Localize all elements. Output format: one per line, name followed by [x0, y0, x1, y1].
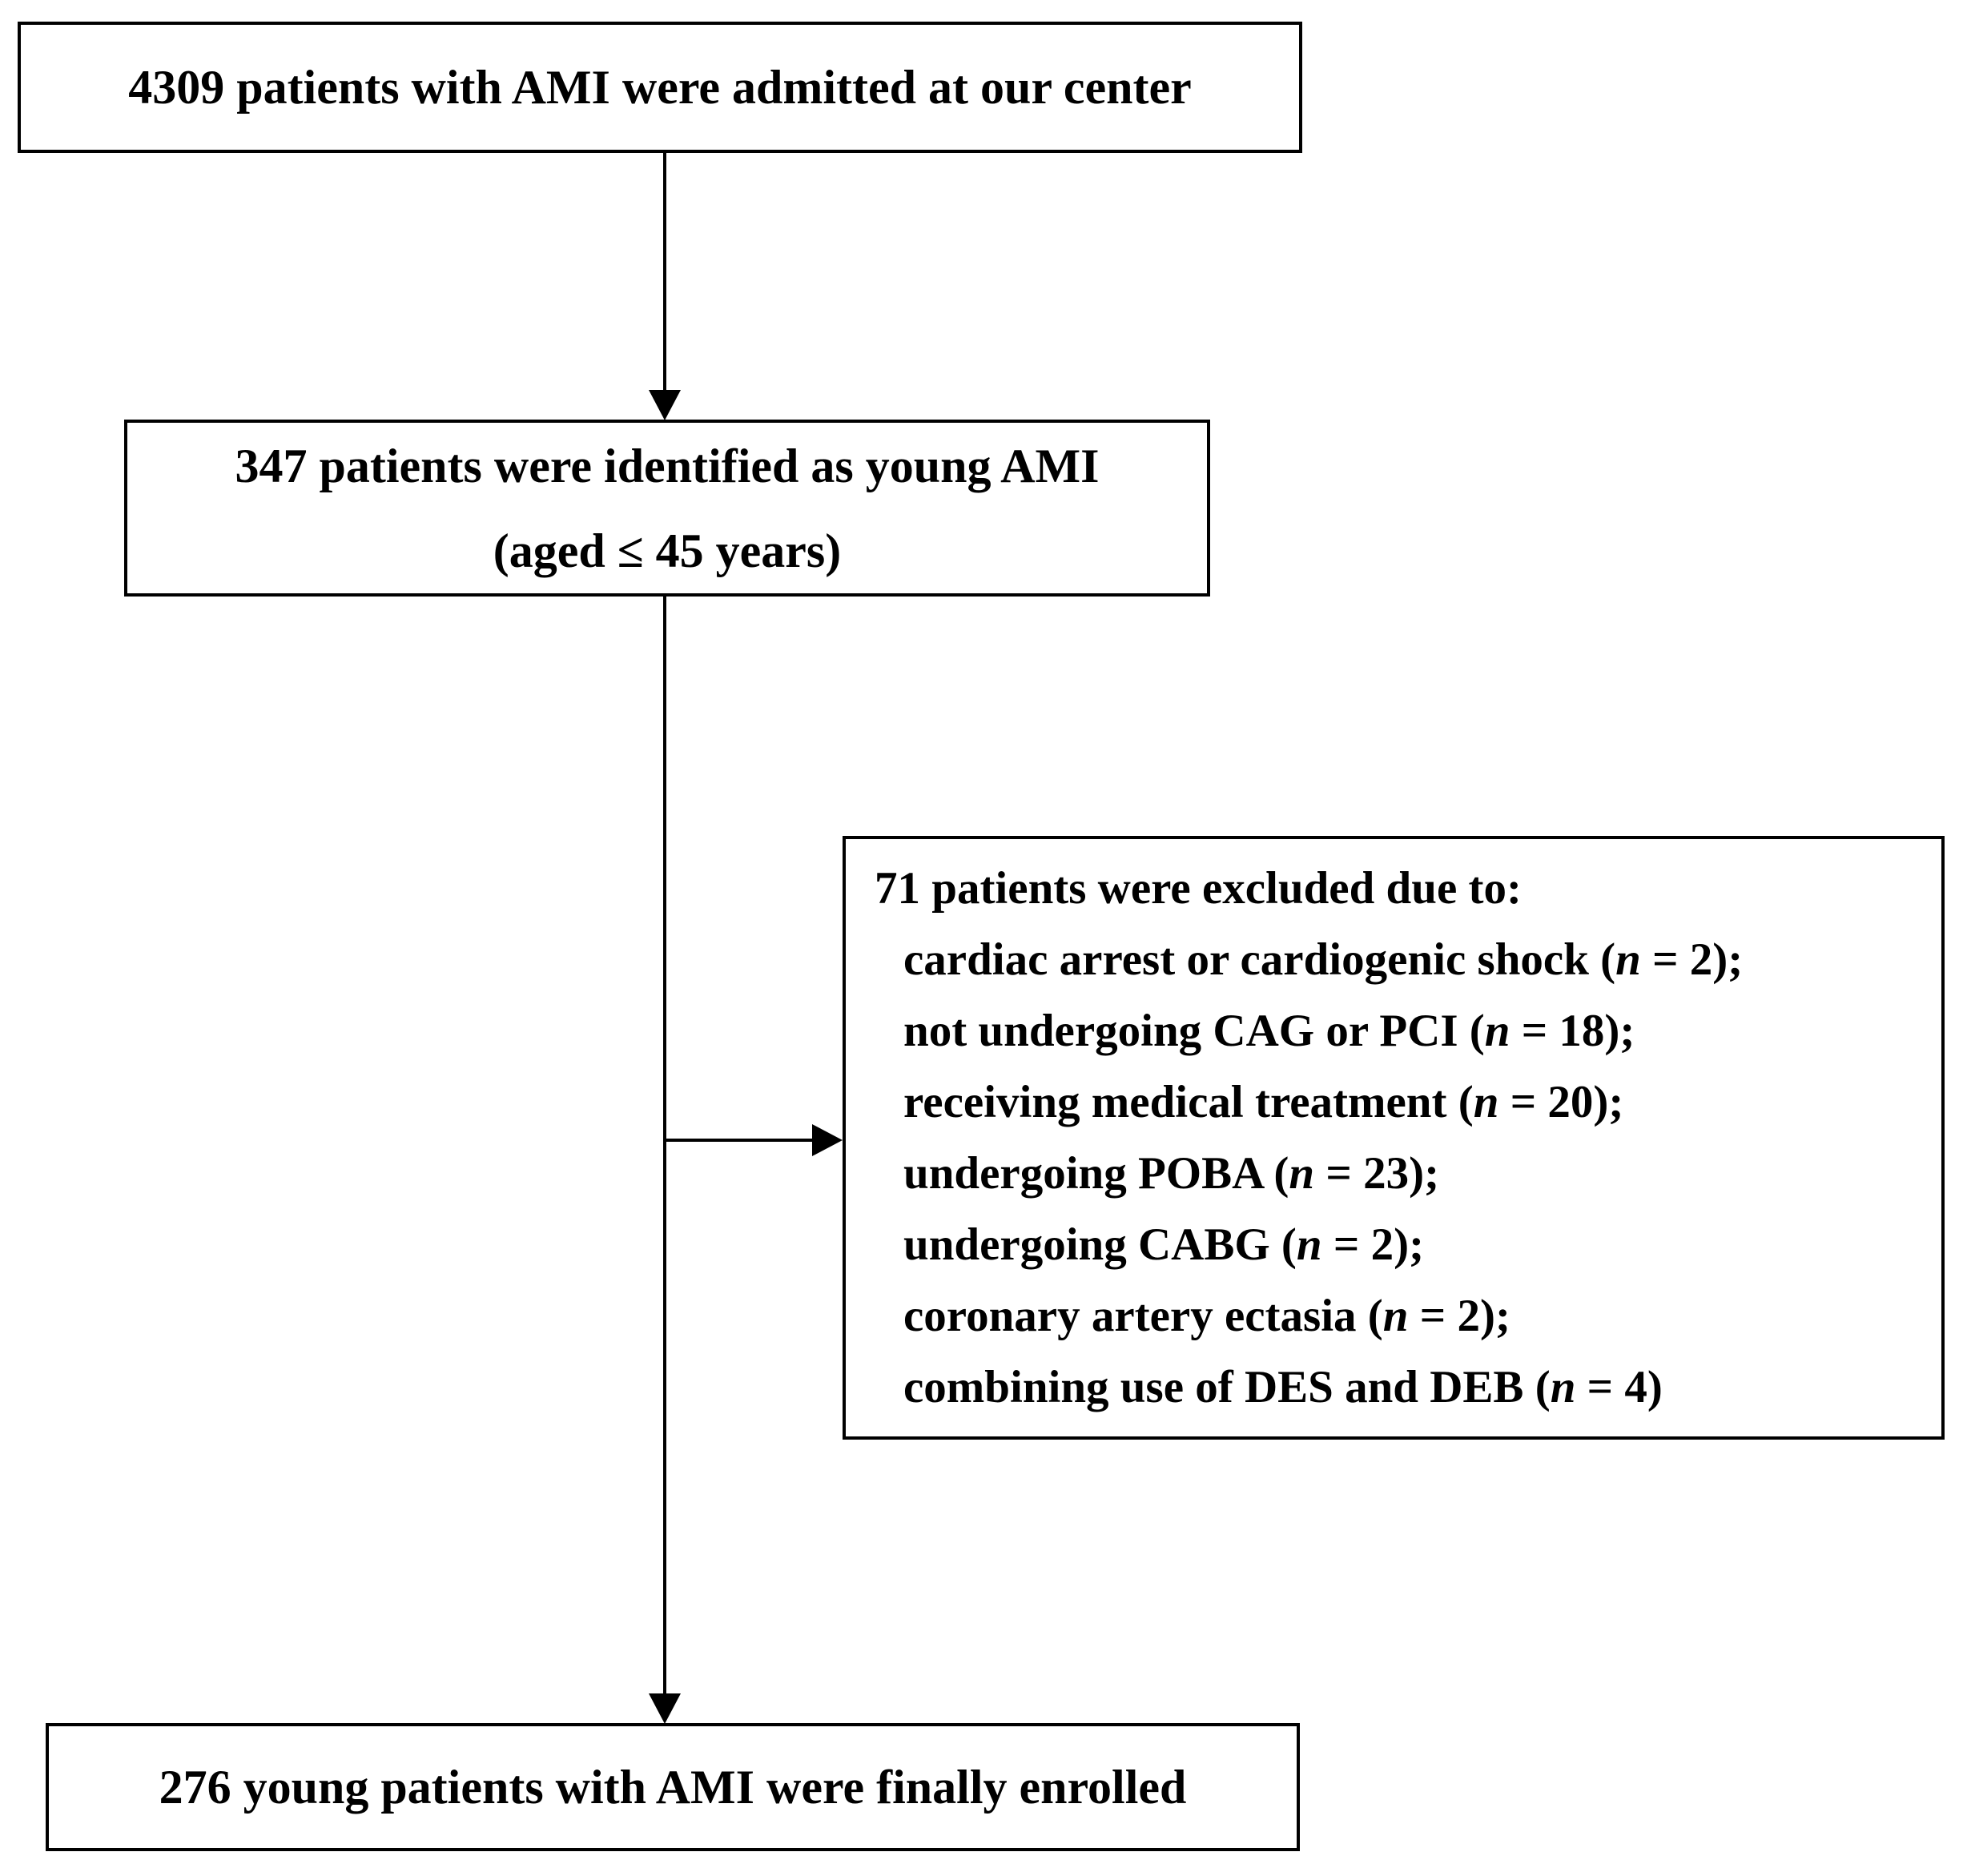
exclusion-item-pre: not undergoing CAG or PCI (: [903, 1006, 1485, 1056]
arrow-identified-to-enrolled-line: [663, 597, 666, 1695]
exclusion-item-pre: coronary artery ectasia (: [903, 1291, 1383, 1341]
excluded-box: 71 patients were excluded due to: cardia…: [843, 836, 1945, 1440]
exclusion-item-post: = 2);: [1408, 1291, 1510, 1341]
admitted-box-text: 4309 patients with AMI were admitted at …: [128, 60, 1192, 114]
exclusion-item: cardiac arrest or cardiogenic shock (n =…: [903, 924, 1933, 995]
excluded-box-header: 71 patients were excluded due to:: [875, 863, 1522, 914]
exclusion-item-pre: cardiac arrest or cardiogenic shock (: [903, 934, 1616, 985]
exclusion-item-post: = 4): [1575, 1362, 1663, 1412]
exclusion-item-n: n: [1382, 1291, 1409, 1341]
exclusion-item-pre: combining use of DES and DEB (: [903, 1362, 1551, 1412]
exclusion-item-post: = 2);: [1321, 1219, 1425, 1270]
exclusion-item-n: n: [1484, 1006, 1510, 1056]
exclusion-item-pre: receiving medical treatment (: [903, 1077, 1474, 1127]
exclusion-item-n: n: [1473, 1077, 1499, 1127]
exclusion-item-post: = 18);: [1510, 1006, 1635, 1056]
exclusion-item-n: n: [1289, 1148, 1315, 1199]
exclusion-item-pre: undergoing POBA (: [903, 1148, 1289, 1199]
identified-box-line2: (aged ≤ 45 years): [493, 524, 842, 577]
exclusion-item: undergoing CABG (n = 2);: [903, 1209, 1933, 1280]
exclusion-item: coronary artery ectasia (n = 2);: [903, 1280, 1933, 1352]
admitted-box: 4309 patients with AMI were admitted at …: [18, 22, 1302, 153]
exclusion-item: not undergoing CAG or PCI (n = 18);: [903, 995, 1933, 1067]
exclusion-item: receiving medical treatment (n = 20);: [903, 1067, 1933, 1138]
arrowhead-right-icon: [812, 1124, 843, 1156]
enrolled-box-text: 276 young patients with AMI were finally…: [159, 1760, 1187, 1814]
exclusion-item-post: = 23);: [1314, 1148, 1440, 1199]
exclusion-item: undergoing POBA (n = 23);: [903, 1138, 1933, 1209]
exclusion-item-pre: undergoing CABG (: [903, 1219, 1297, 1270]
enrolled-box: 276 young patients with AMI were finally…: [46, 1723, 1300, 1851]
exclusion-item-post: = 2);: [1640, 934, 1744, 985]
identified-box-line1: 347 patients were identified as young AM…: [235, 439, 1100, 492]
exclusion-item-n: n: [1296, 1219, 1322, 1270]
arrow-admitted-to-identified-line: [663, 153, 666, 392]
exclusion-item: combining use of DES and DEB (n = 4): [903, 1352, 1933, 1423]
exclusion-item-n: n: [1550, 1362, 1576, 1412]
exclusion-item-post: = 20);: [1498, 1077, 1624, 1127]
arrowhead-down-icon: [649, 1693, 681, 1724]
arrowhead-down-icon: [649, 390, 681, 420]
identified-box: 347 patients were identified as young AM…: [124, 420, 1210, 597]
exclusion-item-n: n: [1615, 934, 1641, 985]
arrow-branch-to-excluded-line: [665, 1139, 814, 1142]
